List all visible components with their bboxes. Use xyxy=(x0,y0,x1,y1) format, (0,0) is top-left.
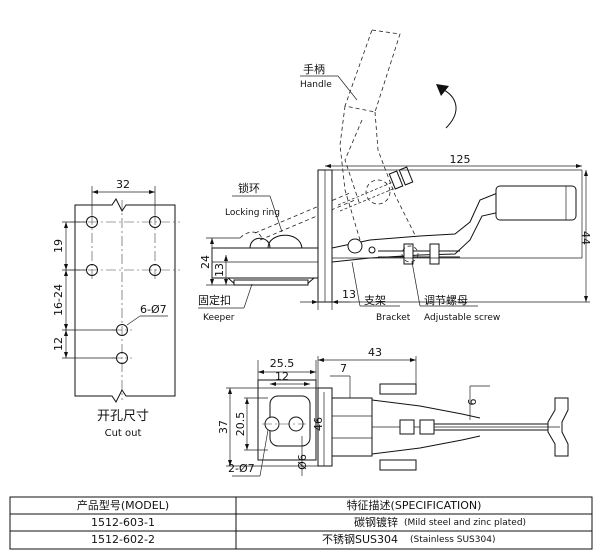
dim-16-24: 16-24 xyxy=(52,284,65,316)
dim-43: 43 xyxy=(368,346,382,359)
label-ring-cn: 锁环 xyxy=(238,181,260,195)
dim-32: 32 xyxy=(116,178,130,191)
label-keeper-cn: 固定扣 xyxy=(198,293,231,307)
cutout-title-cn: 开孔尺寸 xyxy=(97,409,149,424)
dim-37: 37 xyxy=(217,420,230,434)
label-bracket-en: Bracket xyxy=(376,313,411,323)
dim-holes: 6-Ø7 xyxy=(140,303,167,316)
side-view: 手柄 Handle 125 xyxy=(198,29,592,323)
dim-6: 6 xyxy=(466,399,479,406)
label-screw-cn: 调节螺母 xyxy=(424,294,468,307)
label-screw-en: Adjustable screw xyxy=(424,313,500,323)
spec-table: 产品型号(MODEL) 特征描述(SPECIFICATION) 1512-603… xyxy=(9,496,593,550)
label-handle-cn: 手柄 xyxy=(303,62,325,76)
table-cell-spec-en: (Stainless SUS304) xyxy=(410,535,495,545)
dim-19: 19 xyxy=(52,239,65,253)
dim-44: 44 xyxy=(579,231,592,245)
table-cell-spec-cn: 不锈钢SUS304 xyxy=(322,533,398,546)
table-header-spec: 特征描述(SPECIFICATION) xyxy=(347,498,482,512)
dim-12-top: 12 xyxy=(275,370,289,383)
dim-7: 7 xyxy=(340,362,347,375)
cutout-hole xyxy=(86,216,98,228)
table-cell-model: 1512-603-1 xyxy=(91,516,155,529)
label-handle-en: Handle xyxy=(300,80,332,90)
dim-13: 13 xyxy=(213,263,226,277)
dim-24: 24 xyxy=(199,255,212,269)
dim-12: 12 xyxy=(52,337,65,351)
label-bracket-cn: 支架 xyxy=(364,294,386,307)
label-keeper-en: Keeper xyxy=(203,313,235,323)
table-cell-model: 1512-602-2 xyxy=(91,533,155,546)
cutout-hole xyxy=(86,264,98,276)
cutout-view: 32 19 16-24 12 6-Ø7 开孔尺寸 Cut out xyxy=(52,178,180,439)
cutout-title-en: Cut out xyxy=(105,428,142,439)
dim-2-d7: 2-Ø7 xyxy=(228,462,255,475)
dim-13-bottom: 13 xyxy=(342,288,356,301)
cutout-hole xyxy=(149,264,161,276)
dim-125: 125 xyxy=(450,153,471,166)
table-cell-spec-cn: 碳钢镀锌 xyxy=(354,515,398,529)
dim-d6: Ø6 xyxy=(296,454,309,470)
dim-46: 46 xyxy=(312,417,325,431)
cutout-hole xyxy=(149,216,161,228)
table-header-model: 产品型号(MODEL) xyxy=(77,498,169,512)
label-ring-en: Locking ring xyxy=(225,208,280,218)
top-view: 25.5 12 43 7 37 20.5 46 Ø6 xyxy=(217,346,569,477)
dim-25-5: 25.5 xyxy=(270,357,295,370)
table-cell-spec-en: (Mild steel and zinc plated) xyxy=(404,518,526,528)
dim-20-5: 20.5 xyxy=(234,412,247,437)
